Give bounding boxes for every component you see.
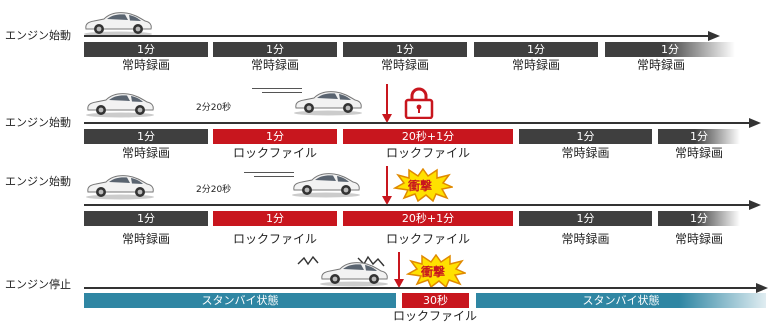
time-axis [84, 122, 750, 124]
axis-arrow [708, 31, 720, 41]
segment: 1分 [519, 129, 652, 144]
event-arrow [382, 196, 392, 205]
time-axis [84, 204, 750, 206]
caption: 常時録画 [380, 58, 429, 72]
segment: 1分 [84, 129, 208, 144]
motion-line [252, 88, 302, 89]
segment: 1分 [658, 211, 740, 226]
segment: 1分 [213, 211, 337, 226]
caption: ロックファイル [385, 146, 470, 160]
engine-stop-label: エンジン停止 [5, 278, 71, 291]
axis-arrow [749, 118, 761, 128]
caption: ロックファイル [232, 232, 317, 246]
segment: 1分 [519, 211, 652, 226]
row2-timeline: 2分20秒 エンジン始動 1分 1分 20秒+1分 1分 1分 常時録画 ロック… [5, 84, 761, 160]
caption: 常時録画 [511, 58, 560, 72]
row3-timeline: エンジン始動 2分20秒 衝撃 1分 1分 20秒+1分 1分 1分 常時録画 … [5, 166, 761, 246]
engine-start-label: エンジン始動 [5, 29, 71, 42]
segment: スタンバイ状態 [476, 293, 766, 308]
time-axis [84, 287, 756, 289]
segment: 1分 [84, 211, 208, 226]
event-arrow [382, 114, 392, 123]
caption: 常時録画 [674, 146, 723, 160]
caption: ロックファイル [392, 309, 477, 323]
impact-burst-icon: 衝撃 [393, 168, 453, 202]
segment: 1分 [658, 129, 740, 144]
segment: 20秒+1分 [343, 129, 513, 144]
elapsed-label: 2分20秒 [196, 185, 232, 195]
row1-timeline: エンジン始動 1分 1分 1分 1分 1分 常時録画 常時録画 常時録画 常時録… [0, 0, 772, 80]
caption: 常時録画 [121, 146, 170, 160]
segment: スタンバイ状態 [84, 293, 396, 308]
lock-icon [404, 87, 434, 119]
segment: 1分 [474, 42, 598, 57]
event-marker [386, 166, 388, 198]
event-marker [398, 252, 400, 281]
caption: 常時録画 [636, 58, 685, 72]
caption: ロックファイル [385, 232, 470, 246]
time-axis [84, 35, 709, 37]
motion-line [262, 92, 302, 93]
segment: 1分 [605, 42, 735, 57]
event-arrow [394, 279, 404, 288]
motion-line [254, 176, 294, 177]
segment: 1分 [213, 129, 337, 144]
segment: 1分 [84, 42, 208, 57]
impact-label: 衝撃 [408, 179, 433, 193]
event-marker [386, 84, 388, 116]
elapsed-label: 2分20秒 [196, 103, 232, 113]
caption: 常時録画 [121, 58, 170, 72]
axis-arrow [756, 283, 768, 293]
segment: 20秒+1分 [343, 211, 513, 226]
caption: 常時録画 [121, 232, 170, 246]
motion-line [244, 172, 294, 173]
engine-start-label: エンジン始動 [5, 116, 71, 129]
caption: 常時録画 [561, 146, 610, 160]
engine-start-label: エンジン始動 [5, 175, 71, 188]
segment: 30秒 [402, 293, 469, 308]
caption: 常時録画 [674, 232, 723, 246]
caption: 常時録画 [561, 232, 610, 246]
segment: 1分 [213, 42, 337, 57]
impact-burst-icon: 衝撃 [406, 254, 466, 288]
axis-arrow [749, 200, 761, 210]
caption: ロックファイル [232, 146, 317, 160]
caption: 常時録画 [250, 58, 299, 72]
segment: 1分 [343, 42, 467, 57]
car-icon [318, 259, 390, 287]
impact-label: 衝撃 [421, 265, 446, 279]
